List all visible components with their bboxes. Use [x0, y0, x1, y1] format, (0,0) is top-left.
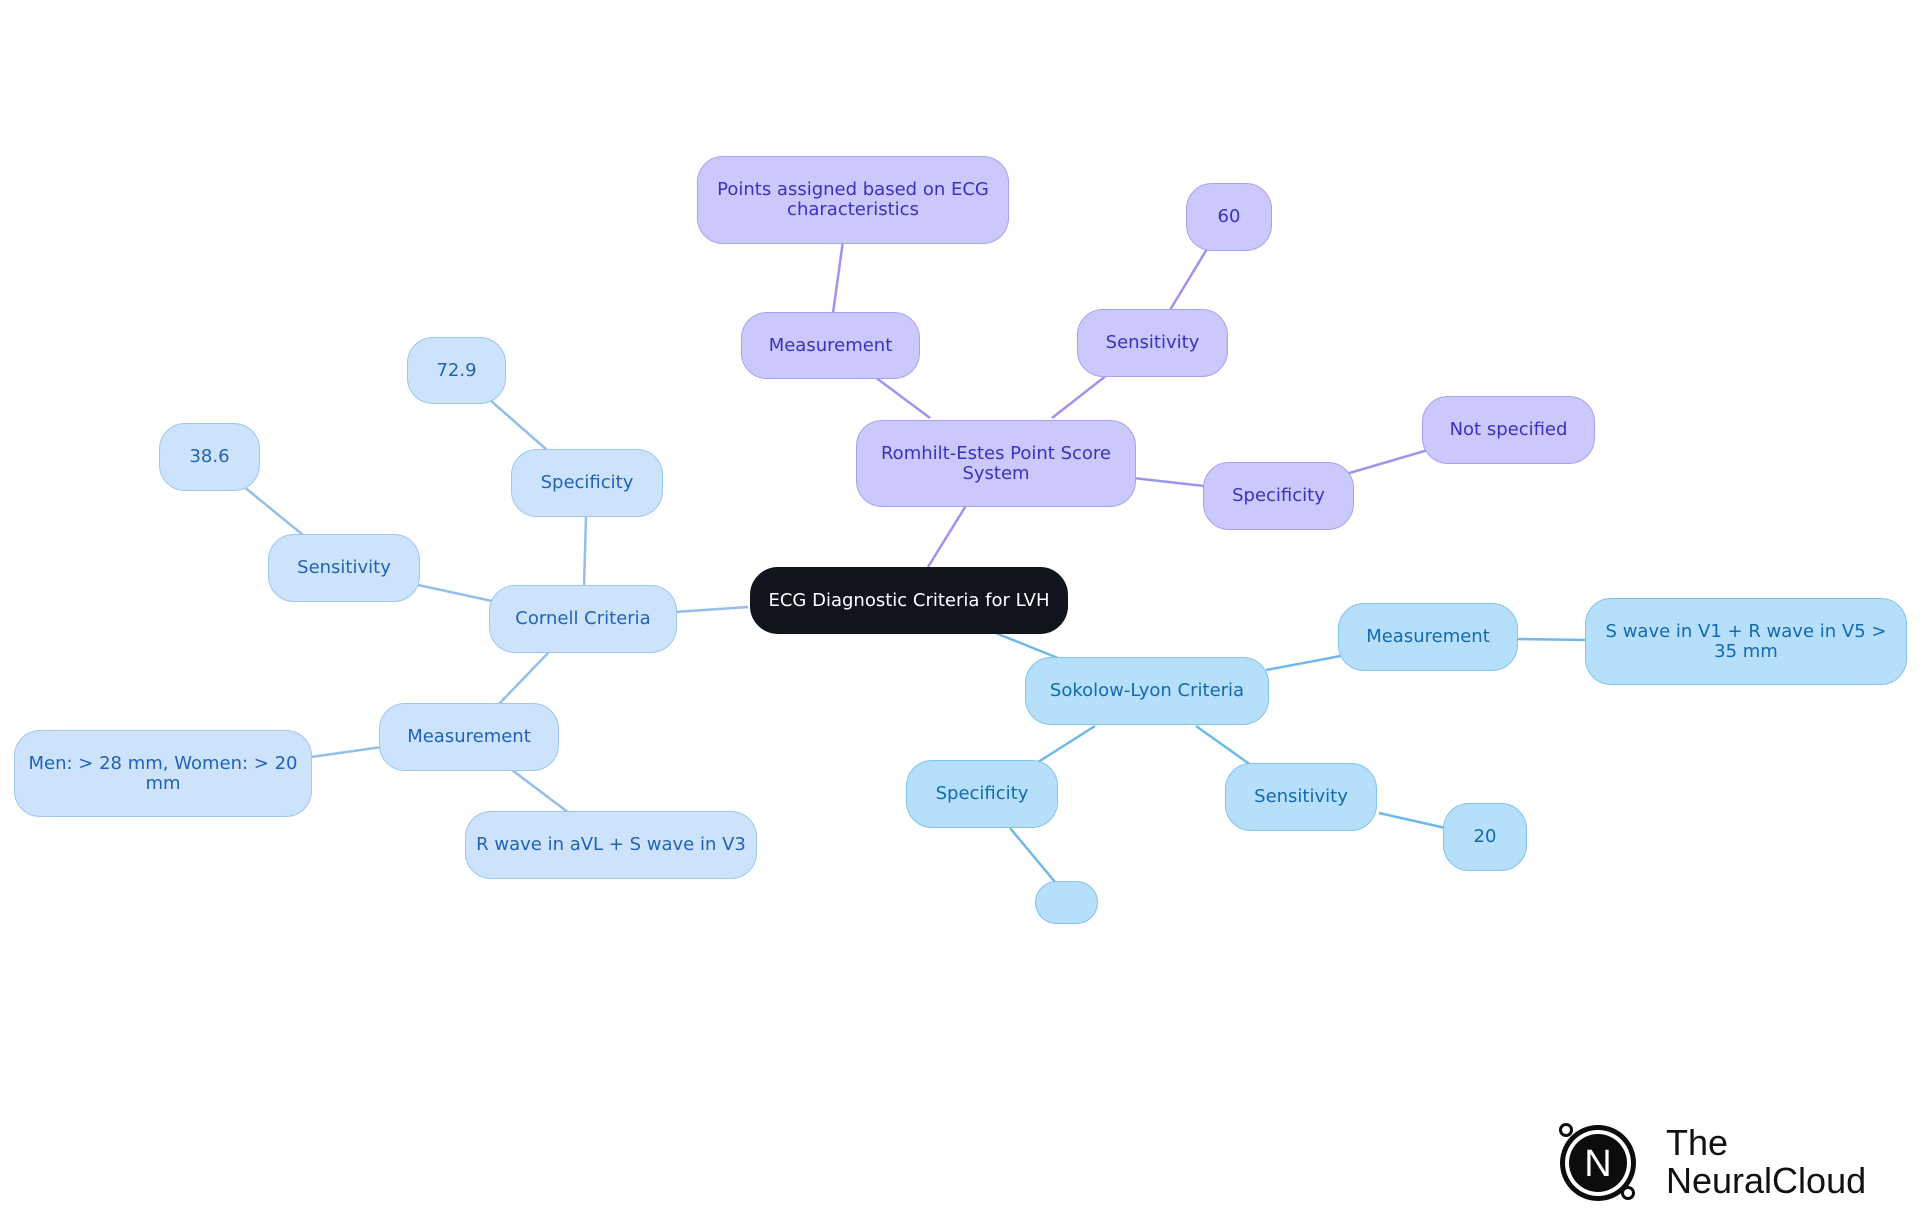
cornell-specificity-node[interactable]: Specificity [511, 449, 663, 517]
romhilt-specificity-node[interactable]: Specificity [1203, 462, 1354, 530]
sokolow-measurement-value: S wave in V1 + R wave in V5 > 35 mm [1605, 620, 1887, 662]
cornell-sensitivity-value-node[interactable]: 38.6 [159, 423, 260, 491]
romhilt-sensitivity-label: Sensitivity [1105, 332, 1200, 354]
sokolow-label: Sokolow-Lyon Criteria [1049, 680, 1245, 702]
root-label: ECG Diagnostic Criteria for LVH [768, 589, 1050, 611]
sokolow-sensitivity-value: 20 [1473, 826, 1497, 848]
cornell-sensitivity-label: Sensitivity [297, 557, 391, 579]
romhilt-sensitivity-node[interactable]: Sensitivity [1077, 309, 1228, 377]
cornell-label: Cornell Criteria [515, 608, 651, 630]
edge-specificity-72.9 [489, 399, 548, 451]
cornell-measurement-value-a: Men: > 28 mm, Women: > 20 mm [28, 752, 298, 794]
sokolow-sensitivity-value-node[interactable]: 20 [1443, 803, 1527, 871]
sokolow-sensitivity-node[interactable]: Sensitivity [1225, 763, 1377, 831]
neuralcloud-logo: N [1559, 1123, 1636, 1201]
romhilt-measurement-value-node[interactable]: Points assigned based on ECG characteris… [697, 156, 1009, 244]
cornell-measurement-value-a-node[interactable]: Men: > 28 mm, Women: > 20 mm [14, 730, 312, 817]
cornell-measurement-value-b: R wave in aVL + S wave in V3 [476, 834, 746, 856]
edge-root-sokolow [992, 630, 1064, 662]
romhilt-specificity-label: Specificity [1232, 485, 1325, 507]
cornell-specificity-label: Specificity [540, 472, 634, 494]
cornell-measurement-value-b-node[interactable]: R wave in aVL + S wave in V3 [465, 811, 757, 879]
brand-wordmark: The NeuralCloud [1666, 1124, 1866, 1200]
edge-cornell-specificity [582, 515, 588, 588]
edge-specificity-empty [1009, 827, 1061, 889]
romhilt-measurement-node[interactable]: Measurement [741, 312, 920, 379]
edge-measurement-swave [1515, 637, 1591, 642]
edge-romhilt-measurement [874, 375, 931, 420]
sokolow-specificity-node[interactable]: Specificity [906, 760, 1058, 828]
edge-romhilt-specificity [1132, 476, 1205, 488]
romhilt-measurement-label: Measurement [768, 334, 893, 356]
cornell-specificity-value-node[interactable]: 72.9 [407, 337, 506, 404]
cornell-measurement-node[interactable]: Measurement [379, 703, 559, 771]
edge-sensitivity-60 [1168, 248, 1209, 311]
edge-sensitivity-20 [1378, 811, 1451, 831]
romhilt-specificity-value-node[interactable]: Not specified [1422, 396, 1595, 464]
sokolow-measurement-node[interactable]: Measurement [1338, 603, 1518, 671]
brand-line-2: NeuralCloud [1666, 1160, 1867, 1201]
sokolow-specificity-label: Specificity [935, 783, 1029, 805]
sokolow-sensitivity-label: Sensitivity [1254, 786, 1348, 808]
edge-sokolow-measurement [1265, 653, 1347, 672]
romhilt-sensitivity-value-node[interactable]: 60 [1186, 183, 1272, 251]
edge-romhilt-sensitivity [1051, 374, 1108, 419]
romhilt-measurement-value: Points assigned based on ECG characteris… [717, 179, 989, 220]
edge-measurement-points [831, 240, 845, 314]
cornell-sensitivity-node[interactable]: Sensitivity [268, 534, 420, 602]
edge-cornell-sensitivity [417, 583, 493, 603]
cornell-sensitivity-value: 38.6 [189, 446, 230, 468]
sokolow-measurement-value-node[interactable]: S wave in V1 + R wave in V5 > 35 mm [1585, 598, 1907, 685]
edge-specificity-notspecified [1345, 448, 1429, 476]
cornell-specificity-value: 72.9 [436, 359, 477, 381]
sokolow-specificity-value-node[interactable] [1035, 881, 1098, 924]
cornell-measurement-label: Measurement [407, 726, 531, 748]
sokolow-measurement-label: Measurement [1366, 626, 1490, 648]
edge-root-romhilt [926, 503, 969, 568]
romhilt-specificity-value: Not specified [1449, 419, 1568, 441]
brand-line-1: The [1666, 1122, 1729, 1163]
edge-sensitivity-38.6 [242, 485, 304, 536]
root-node[interactable]: ECG Diagnostic Criteria for LVH [750, 567, 1068, 634]
romhilt-sensitivity-value: 60 [1217, 206, 1241, 228]
sokolow-node[interactable]: Sokolow-Lyon Criteria [1025, 657, 1269, 725]
romhilt-node[interactable]: Romhilt-Estes Point Score System [856, 420, 1136, 507]
edge-root-cornell [674, 605, 749, 614]
edge-measurement-rwave [511, 769, 570, 814]
edge-sokolow-sensitivity [1195, 724, 1256, 770]
romhilt-label: Romhilt-Estes Point Score System [880, 442, 1112, 484]
edge-sokolow-specificity [1034, 724, 1096, 766]
edge-measurement-men [310, 745, 383, 759]
cornell-node[interactable]: Cornell Criteria [489, 585, 677, 653]
logo-n-icon: N [1584, 1143, 1611, 1185]
edge-cornell-measurement [497, 651, 550, 706]
